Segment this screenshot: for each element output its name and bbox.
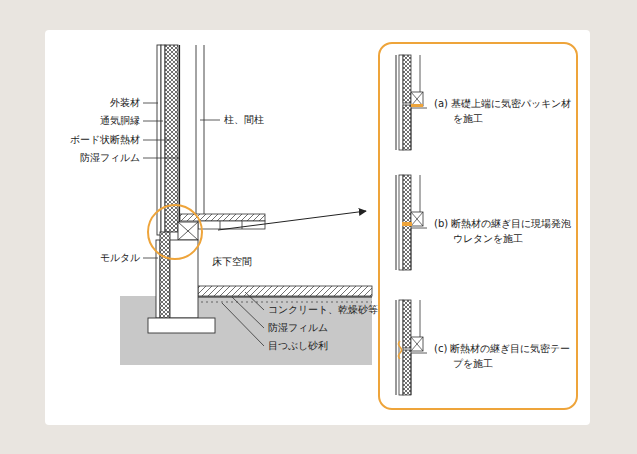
part-label: 床下空間 — [212, 256, 252, 268]
detail-a — [396, 55, 427, 150]
part-label: 目つぶし砂利 — [268, 340, 328, 352]
detail-caption: (b) 断熱材の継ぎ目に現場発泡ウレタンを施工 — [434, 216, 572, 246]
slab — [198, 286, 372, 296]
part-label: 防湿フィルム — [80, 152, 140, 164]
part-label: 通気胴縁 — [100, 115, 140, 127]
card — [45, 30, 590, 425]
part-label: モルタル — [100, 252, 140, 264]
wall — [157, 45, 265, 240]
part-label: 柱、間柱 — [224, 114, 264, 126]
detail-circle — [148, 205, 202, 259]
detail-caption: (c) 断熱材の継ぎ目に気密テープを施工 — [434, 341, 572, 371]
detail-panel: (a) 基礎上端に気密パッキン材を施工 (b) 断熱材の継ぎ目に現場発泡ウレタンを… — [378, 42, 578, 410]
detail-c — [396, 300, 427, 395]
part-label: 外装材 — [110, 97, 140, 109]
detail-b — [396, 175, 427, 270]
leader-lines — [143, 103, 264, 346]
detail-arrow — [218, 211, 366, 230]
part-label: ボード状断熱材 — [70, 134, 140, 146]
part-label: コンクリート、乾燥砂等 — [268, 304, 378, 316]
film-line — [198, 296, 372, 297]
detail-caption: (a) 基礎上端に気密パッキン材を施工 — [434, 96, 572, 126]
part-label: 防湿フィルム — [268, 322, 328, 334]
foundation — [148, 232, 215, 333]
